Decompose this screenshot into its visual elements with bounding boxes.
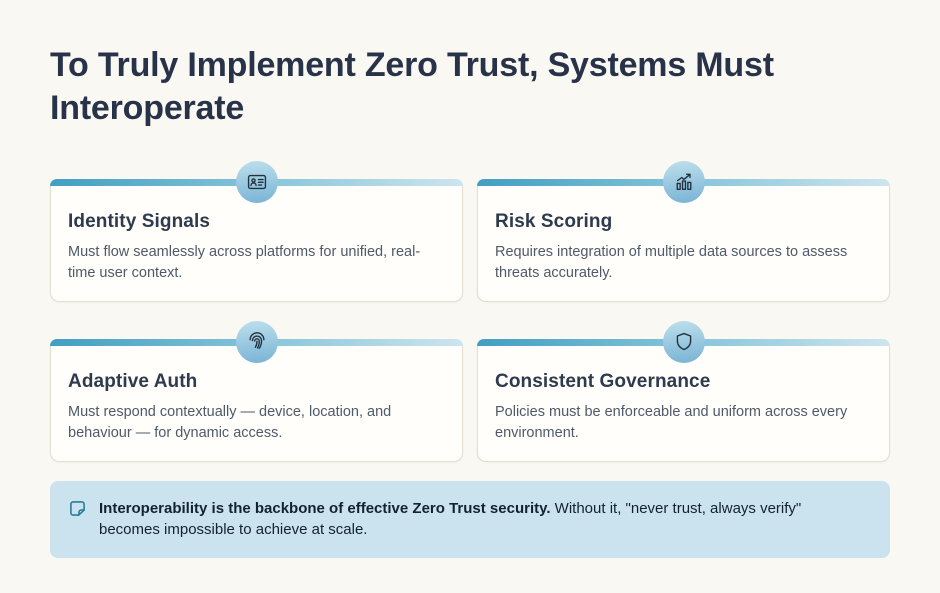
shield-icon — [662, 321, 705, 363]
card-description: Must flow seamlessly across platforms fo… — [68, 244, 421, 282]
card-description: Must respond contextually — device, loca… — [68, 404, 392, 442]
callout-text: Interoperability is the backbone of effe… — [99, 498, 866, 541]
card-grid: Identity Signals Must flow seamlessly ac… — [50, 161, 890, 462]
card-identity-signals: Identity Signals Must flow seamlessly ac… — [50, 161, 463, 302]
card-adaptive-auth: Adaptive Auth Must respond contextually … — [50, 321, 463, 462]
card-consistent-governance: Consistent Governance Policies must be e… — [477, 321, 890, 462]
infographic-canvas: To Truly Implement Zero Trust, Systems M… — [50, 46, 890, 558]
callout-rest-text: Without it, "never trust, always verify"… — [99, 500, 802, 539]
card-risk-scoring: Risk Scoring Requires integration of mul… — [477, 161, 890, 302]
card-title: Identity Signals — [68, 211, 211, 232]
card: Risk Scoring Requires integration of mul… — [477, 179, 890, 302]
card-title: Consistent Governance — [495, 371, 711, 392]
card-description: Policies must be enforceable and uniform… — [495, 404, 848, 442]
card-description: Requires integration of multiple data so… — [495, 244, 848, 282]
bar-chart-trend-icon — [662, 161, 705, 203]
fingerprint-icon — [235, 321, 278, 363]
page-title: To Truly Implement Zero Trust, Systems M… — [50, 46, 774, 127]
note-icon — [69, 500, 86, 522]
key-takeaway-callout: Interoperability is the backbone of effe… — [50, 481, 890, 558]
id-card-icon — [235, 161, 278, 203]
card-title: Adaptive Auth — [68, 371, 198, 392]
callout-bold-text: Interoperability is the backbone of effe… — [99, 500, 551, 517]
card-title: Risk Scoring — [495, 211, 613, 232]
